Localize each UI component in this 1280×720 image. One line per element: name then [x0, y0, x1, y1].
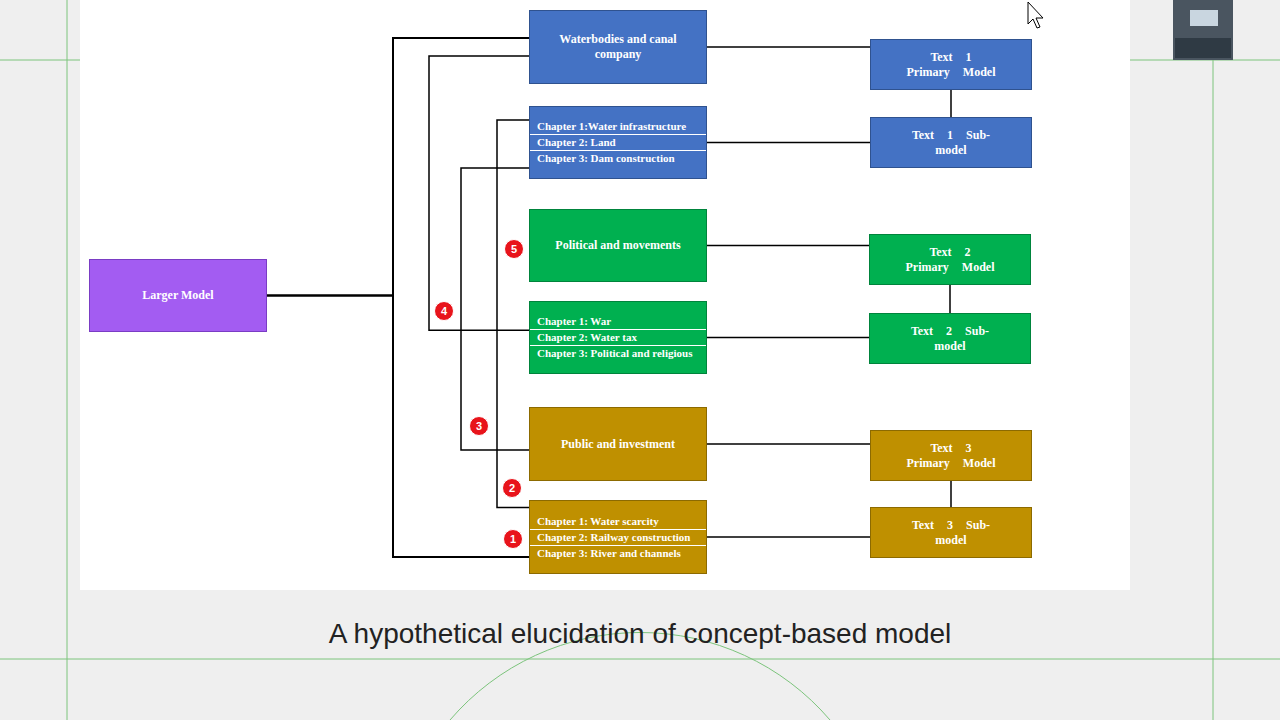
chapter-list-box: Chapter 1:Water infrastructureChapter 2:…	[529, 106, 707, 179]
callout-number: 5	[504, 239, 524, 259]
box-text: Political and movements	[555, 238, 680, 253]
model-box: Text 2 Sub-model	[869, 313, 1031, 364]
connector-line	[707, 536, 870, 538]
guide-line	[67, 0, 68, 720]
slide-caption: A hypothetical elucidation of concept-ba…	[0, 618, 1280, 650]
chapter-text: Chapter 3: Political and religious	[530, 346, 706, 361]
callout-number: 3	[469, 416, 489, 436]
box-text: Text 2 Sub-model	[905, 324, 996, 354]
connector-line	[267, 296, 529, 558]
model-box: Text 2 Primary Model	[869, 234, 1031, 285]
slide-area	[80, 0, 1130, 590]
guide-line	[0, 60, 80, 61]
callout-number: 2	[502, 478, 522, 498]
connector-line	[461, 168, 529, 450]
guide-line	[0, 659, 1280, 660]
root-model-box: Larger Model	[89, 259, 267, 332]
chapter-text: Chapter 1:Water infrastructure	[530, 119, 706, 135]
box-text: Text 2 Primary Model	[905, 245, 996, 275]
box-text: Public and investment	[561, 437, 675, 452]
theme-box: Waterbodies and canal company	[529, 10, 707, 84]
model-box: Text 1 Primary Model	[870, 39, 1032, 90]
chapter-list-box: Chapter 1: WarChapter 2: Water taxChapte…	[529, 301, 707, 374]
connector-line	[429, 56, 529, 330]
guide-line	[1213, 0, 1214, 720]
connector-line	[949, 285, 951, 313]
callout-number: 4	[434, 301, 454, 321]
model-box: Text 3 Primary Model	[870, 430, 1032, 481]
webcam-screen	[1190, 10, 1218, 26]
callout-number: 1	[503, 529, 523, 549]
theme-box: Political and movements	[529, 209, 707, 282]
chapter-text: Chapter 3: River and channels	[530, 546, 706, 561]
box-text: Text 1 Sub-model	[906, 128, 997, 158]
theme-box: Public and investment	[529, 407, 707, 481]
connector-line	[950, 90, 952, 117]
model-box: Text 1 Sub-model	[870, 117, 1032, 168]
chapter-text: Chapter 2: Water tax	[530, 330, 706, 346]
mouse-cursor	[1028, 2, 1043, 28]
box-text: Text 3 Sub-model	[906, 518, 997, 548]
box-text: Waterbodies and canal company	[543, 32, 693, 62]
chapter-text: Chapter 2: Railway construction	[530, 530, 706, 546]
connector-line	[707, 245, 869, 247]
chapter-text: Chapter 3: Dam construction	[530, 151, 706, 166]
webcam-thumbnail	[1173, 0, 1233, 60]
connector-line	[707, 142, 870, 144]
box-text: Text 3 Primary Model	[906, 441, 997, 471]
chapter-text: Chapter 1: War	[530, 314, 706, 330]
box-text: Larger Model	[142, 288, 213, 303]
box-text: Text 1 Primary Model	[906, 50, 997, 80]
webcam-audience	[1175, 38, 1231, 58]
connector-line	[267, 38, 529, 295]
connector-line	[950, 481, 952, 507]
connector-line	[707, 46, 870, 48]
connector-line	[707, 443, 870, 445]
chapter-text: Chapter 1: Water scarcity	[530, 514, 706, 530]
model-box: Text 3 Sub-model	[870, 507, 1032, 558]
chapter-text: Chapter 2: Land	[530, 135, 706, 151]
connector-line	[707, 337, 869, 339]
chapter-list-box: Chapter 1: Water scarcityChapter 2: Rail…	[529, 500, 707, 574]
